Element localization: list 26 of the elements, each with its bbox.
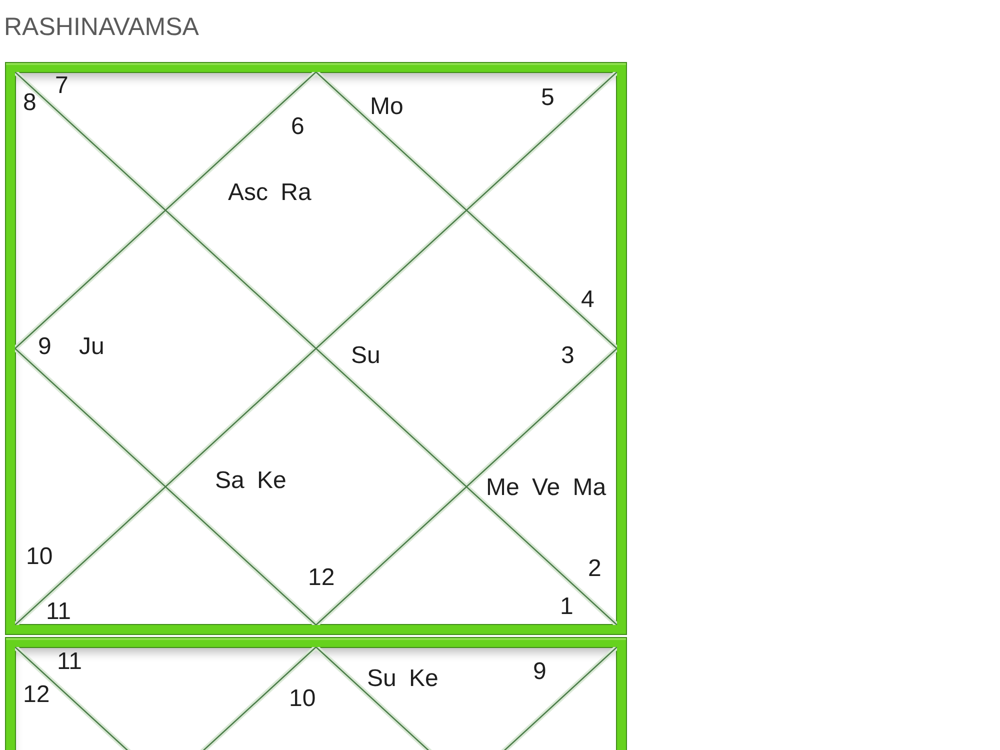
sign-number: 2 — [588, 559, 602, 579]
planet-label: Mo — [370, 97, 404, 117]
sign-number: 11 — [57, 652, 82, 672]
sign-number: 6 — [291, 117, 304, 137]
chart-frame — [5, 637, 627, 750]
sign-number: 9 — [38, 337, 52, 357]
sign-number: 12 — [23, 685, 50, 705]
planet-label: Me Ve Ma — [486, 478, 606, 498]
chart-title: RASHINAVAMSA — [4, 12, 199, 42]
sign-number: 12 — [308, 568, 335, 588]
planet-label: Ju — [79, 337, 104, 357]
planet-label: Su Ke — [367, 669, 438, 689]
planet-label: Sa Ke — [215, 471, 286, 491]
planet-label: Su — [351, 346, 380, 366]
sign-number: 5 — [541, 88, 554, 108]
sign-number: 8 — [23, 93, 36, 113]
sign-number: 10 — [289, 689, 316, 709]
planet-label: Asc Ra — [228, 183, 312, 203]
sign-number: 1 — [560, 597, 574, 617]
sign-number: 3 — [561, 346, 574, 366]
sign-number: 10 — [26, 547, 53, 567]
sign-number: 4 — [581, 290, 594, 310]
sign-number: 11 — [46, 602, 71, 622]
chart-frame — [5, 62, 627, 635]
sign-number: 9 — [533, 662, 546, 682]
sign-number: 7 — [55, 76, 68, 96]
